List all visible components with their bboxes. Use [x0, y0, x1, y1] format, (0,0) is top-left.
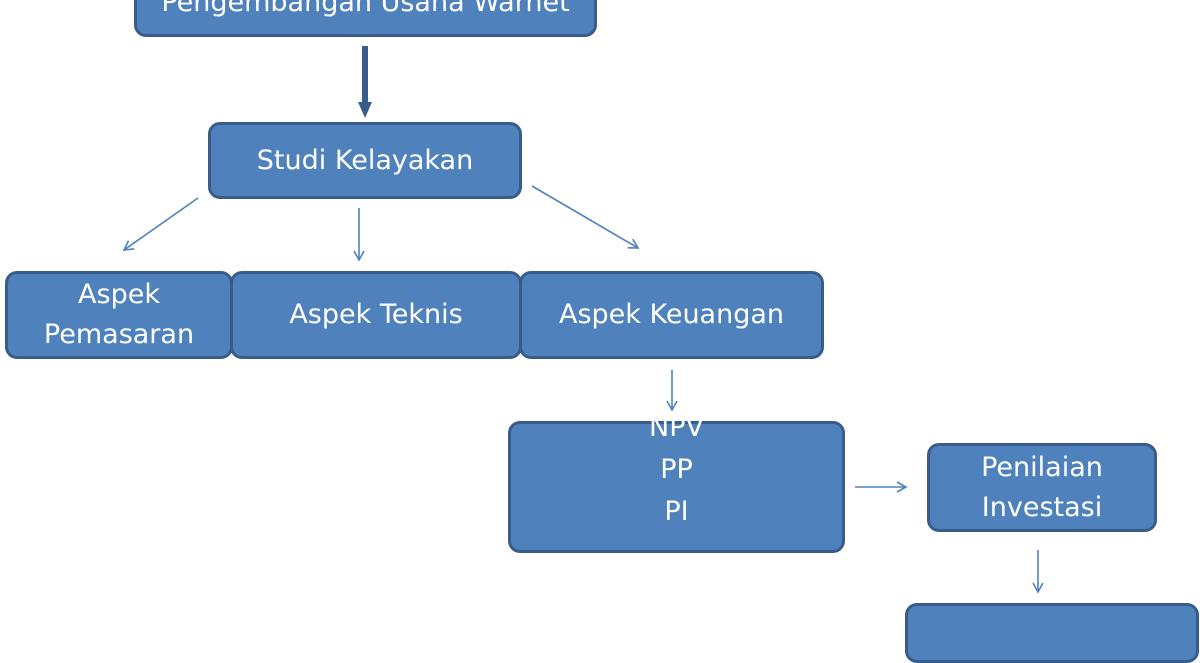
penilaian-investasi-line1: Penilaian	[981, 451, 1103, 483]
arrow-studi-to-pemasaran	[122, 197, 199, 251]
bottom-box	[905, 603, 1199, 663]
penilaian-investasi-line2: Investasi	[981, 491, 1103, 523]
aspek-pemasaran-line2: Pemasaran	[43, 319, 195, 350]
studi-kelayakan-label: Studi Kelayakan	[256, 144, 474, 176]
arrow-studi-to-keuangan	[531, 185, 640, 249]
metric-pp: PP	[660, 454, 693, 485]
metric-pi: PI	[664, 496, 689, 527]
metric-npv: NPV	[649, 412, 704, 443]
metrics-box: NPV PP PI	[508, 412, 845, 553]
top-box-label: Pengembangan Usaha Warnet	[161, 0, 570, 18]
aspek-pemasaran-line1: Aspek	[78, 279, 160, 310]
aspek-teknis-label: Aspek Teknis	[289, 299, 463, 330]
connectors	[122, 46, 1044, 594]
aspek-keuangan-box: Aspek Keuangan	[519, 271, 824, 359]
aspek-pemasaran-box: Aspek Pemasaran	[5, 271, 233, 359]
penilaian-investasi-box: Penilaian Investasi	[927, 443, 1157, 532]
studi-kelayakan-box: Studi Kelayakan	[208, 122, 522, 199]
aspek-keuangan-label: Aspek Keuangan	[558, 299, 785, 330]
top-box: Pengembangan Usaha Warnet	[134, 0, 597, 37]
aspek-teknis-box: Aspek Teknis	[230, 271, 522, 359]
